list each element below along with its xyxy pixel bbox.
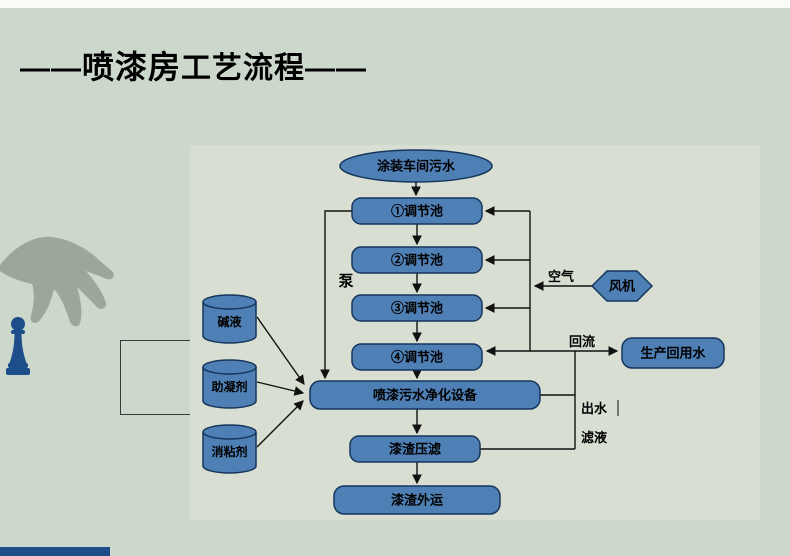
air-label: 空气 xyxy=(548,269,574,284)
hand-silhouette-image xyxy=(0,236,114,327)
node-tank-4: ④调节池 xyxy=(351,343,483,371)
node-fan-label: 风机 xyxy=(609,279,635,294)
node-reuse-water: 生产回用水 xyxy=(621,337,725,369)
node-chemical-coagulant-label: 助凝剂 xyxy=(211,379,247,394)
bottom-accent-bar xyxy=(0,547,110,556)
node-chemical-alkali: 碱液 xyxy=(202,294,257,344)
diagram-panel: 涂装车间污水 ①调节池 ②调节池 ③调节池 ④调节池 喷漆 xyxy=(190,145,760,520)
title-emphasis: 喷漆房 xyxy=(82,49,182,85)
node-chemical-detackifier: 消粘剂 xyxy=(202,424,257,474)
empty-outline-box xyxy=(120,340,192,415)
reflux-label: 回流 xyxy=(569,334,595,349)
page-title: ——喷漆房工艺流程—— xyxy=(20,42,367,88)
node-purifier-label: 喷漆污水净化设备 xyxy=(373,388,478,403)
node-transport: 漆渣外运 xyxy=(333,485,501,515)
node-tank-2-label: ②调节池 xyxy=(391,253,443,268)
node-chemical-coagulant: 助凝剂 xyxy=(202,359,257,409)
node-source: 涂装车间污水 xyxy=(339,149,493,183)
flowchart: 涂装车间污水 ①调节池 ②调节池 ③调节池 ④调节池 喷漆 xyxy=(202,149,725,515)
edge-detackifier-to-purifier xyxy=(256,400,304,448)
node-reuse-water-label: 生产回用水 xyxy=(640,346,706,361)
node-tank-1: ①调节池 xyxy=(351,197,483,225)
node-transport-label: 漆渣外运 xyxy=(391,493,443,508)
title-dash-left: —— xyxy=(20,52,82,85)
edge-pump-line xyxy=(320,210,352,380)
outflow-label: 出水 xyxy=(581,401,608,416)
node-purifier: 喷漆污水净化设备 xyxy=(309,380,541,410)
top-strip xyxy=(0,0,790,8)
chess-piece-shape xyxy=(6,317,30,375)
node-fan: 风机 xyxy=(590,270,654,302)
title-dash-right: —— xyxy=(305,52,368,85)
node-press: 漆渣压滤 xyxy=(349,435,481,463)
chess-piece-image xyxy=(6,317,30,375)
node-tank-4-label: ④调节池 xyxy=(391,350,443,365)
edge-coagulant-to-purifier xyxy=(256,381,305,396)
hand-shape xyxy=(0,236,114,327)
node-tank-2: ②调节池 xyxy=(351,246,483,274)
node-tank-3-label: ③调节池 xyxy=(391,301,443,316)
node-chemical-detackifier-label: 消粘剂 xyxy=(211,444,247,459)
pump-label: 泵 xyxy=(338,273,353,290)
edge-alkali-to-purifier xyxy=(256,316,305,386)
node-tank-1-label: ①调节池 xyxy=(391,204,443,219)
filtrate-label: 滤液 xyxy=(581,430,607,445)
node-chemical-alkali-label: 碱液 xyxy=(217,314,241,329)
node-press-label: 漆渣压滤 xyxy=(389,442,441,457)
title-rest: 工艺流程 xyxy=(181,52,306,85)
node-tank-3: ③调节池 xyxy=(351,294,483,322)
node-source-label: 涂装车间污水 xyxy=(377,159,456,174)
